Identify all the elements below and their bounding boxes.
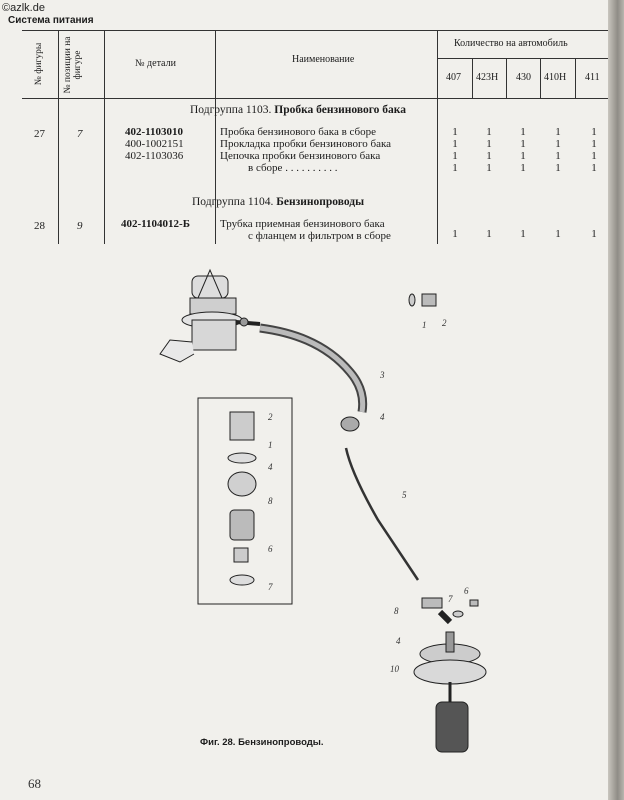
- part-name: Цепочка пробки бензинового бака: [220, 150, 381, 162]
- qty-cell: 1: [520, 126, 526, 138]
- table-header-rule: [22, 98, 608, 99]
- inset-frame: [197, 397, 293, 605]
- fuel-pump-drawing: [159, 268, 261, 363]
- qty-cell: 1: [520, 162, 526, 174]
- qty-cell: 1: [555, 138, 561, 150]
- qty-col-divider-4: [575, 58, 576, 98]
- watermark: ©azlk.de: [2, 2, 45, 14]
- position-number: 9: [77, 220, 83, 232]
- union-nut-drawing: [421, 597, 443, 609]
- qty-cell: 1: [591, 126, 597, 138]
- intake-tube-drawing: [413, 609, 487, 753]
- hose-clamp-drawing: [340, 416, 360, 432]
- catalog-page: ©azlk.de Система питания № фигуры № пози…: [2, 2, 608, 791]
- header-pos-no: № позиции на фигуре: [63, 36, 83, 94]
- qty-cell: 1: [520, 150, 526, 162]
- header-model-410n: 410Н: [544, 72, 567, 83]
- qty-cell: 1: [452, 228, 458, 240]
- callout-label: 2: [442, 318, 447, 328]
- part-number: 402-1104012-Б: [121, 218, 190, 230]
- callout-label: 7: [448, 594, 453, 604]
- part-name: Прокладка пробки бензинового бака: [220, 138, 392, 150]
- screw-and-washer-drawing: [452, 599, 479, 618]
- header-name: Наименование: [292, 54, 355, 65]
- qty-cell: 1: [520, 138, 526, 150]
- callout-label: 4: [396, 636, 401, 646]
- qty-cell: 1: [520, 228, 526, 240]
- fig-number: 28: [34, 220, 45, 232]
- part-name: Трубка приемная бензинового бака: [220, 218, 385, 230]
- header-model-423n: 423Н: [476, 72, 499, 83]
- header-model-430: 430: [516, 72, 531, 83]
- qty-subheader-rule: [437, 58, 608, 59]
- qty-cell: 1: [486, 138, 492, 150]
- qty-cell: 1: [486, 228, 492, 240]
- subgroup-title-1103: Подгруппа 1103. Пробка бензинового бака: [190, 104, 406, 116]
- qty-col-divider-3: [540, 58, 541, 98]
- callout-label: 6: [268, 544, 273, 554]
- part-number: 402-1103010: [125, 126, 184, 138]
- callout-label: 4: [268, 462, 273, 472]
- subgroup-name: Пробка бензинового бака: [274, 104, 406, 116]
- header-model-411: 411: [585, 72, 600, 83]
- figure-caption: Фиг. 28. Бензинопроводы.: [200, 737, 324, 748]
- qty-cell: 1: [591, 228, 597, 240]
- washer-and-fitting-drawing: [408, 293, 437, 307]
- qty-cell: 1: [486, 162, 492, 174]
- callout-label: 1: [422, 320, 427, 330]
- col-divider-4: [437, 30, 438, 244]
- callout-label: 6: [464, 586, 469, 596]
- qty-cell: 1: [452, 126, 458, 138]
- table-top-rule: [22, 30, 608, 31]
- part-name-continued: с фланцем и фильтром в сборе: [248, 230, 391, 242]
- callout-label: 4: [380, 412, 385, 422]
- subgroup-name: Бензинопроводы: [276, 196, 365, 208]
- qty-cell: 1: [591, 162, 597, 174]
- section-title: Система питания: [8, 15, 94, 26]
- callout-label: 8: [394, 606, 399, 616]
- qty-cell: 1: [591, 150, 597, 162]
- callout-label: 10: [390, 664, 400, 674]
- header-qty: Количество на автомобиль: [454, 38, 568, 49]
- qty-cell: 1: [555, 126, 561, 138]
- callout-label: 5: [402, 490, 407, 500]
- parts-table: № фигуры № позиции на фигуре № детали На…: [22, 30, 608, 244]
- header-part-no: № детали: [135, 58, 176, 69]
- subgroup-number: Подгруппа 1104.: [192, 196, 274, 208]
- part-name-continued: в сборе . . . . . . . . . .: [248, 162, 338, 174]
- fig-number: 27: [34, 128, 45, 140]
- subgroup-title-1104: Подгруппа 1104. Бензинопроводы: [192, 196, 364, 208]
- part-name: Пробка бензинового бака в сборе: [220, 126, 377, 138]
- qty-col-divider-1: [472, 58, 473, 98]
- fuel-pipe-drawing: [344, 447, 420, 581]
- qty-cell: 1: [555, 228, 561, 240]
- col-divider-1: [58, 30, 59, 244]
- callout-label: 3: [379, 370, 385, 380]
- qty-cell: 1: [591, 138, 597, 150]
- header-model-407: 407: [446, 72, 461, 83]
- col-divider-3: [215, 30, 216, 244]
- qty-cell: 1: [555, 162, 561, 174]
- qty-cell: 1: [452, 138, 458, 150]
- part-number: 402-1103036: [125, 150, 184, 162]
- fuel-lines-diagram: 1 2 3 4 5 6 7 8 4 10 2 1 4 8 6 7: [159, 268, 487, 753]
- inset-parts-drawing: [227, 411, 257, 586]
- subgroup-number: Подгруппа 1103.: [190, 104, 272, 116]
- qty-col-divider-2: [506, 58, 507, 98]
- qty-cell: 1: [555, 150, 561, 162]
- position-number: 7: [77, 128, 83, 140]
- col-divider-2: [104, 30, 105, 244]
- qty-cell: 1: [486, 150, 492, 162]
- qty-cell: 1: [452, 150, 458, 162]
- page-number: 68: [28, 776, 41, 791]
- qty-cell: 1: [486, 126, 492, 138]
- part-number: 400-1002151: [125, 138, 184, 150]
- callout-label: 2: [268, 412, 273, 422]
- callout-label: 7: [268, 582, 273, 592]
- callout-label: 8: [268, 496, 273, 506]
- header-fig-no: № фигуры: [34, 42, 44, 86]
- qty-cell: 1: [452, 162, 458, 174]
- book-binding-edge: [608, 0, 624, 800]
- callout-label: 1: [268, 440, 273, 450]
